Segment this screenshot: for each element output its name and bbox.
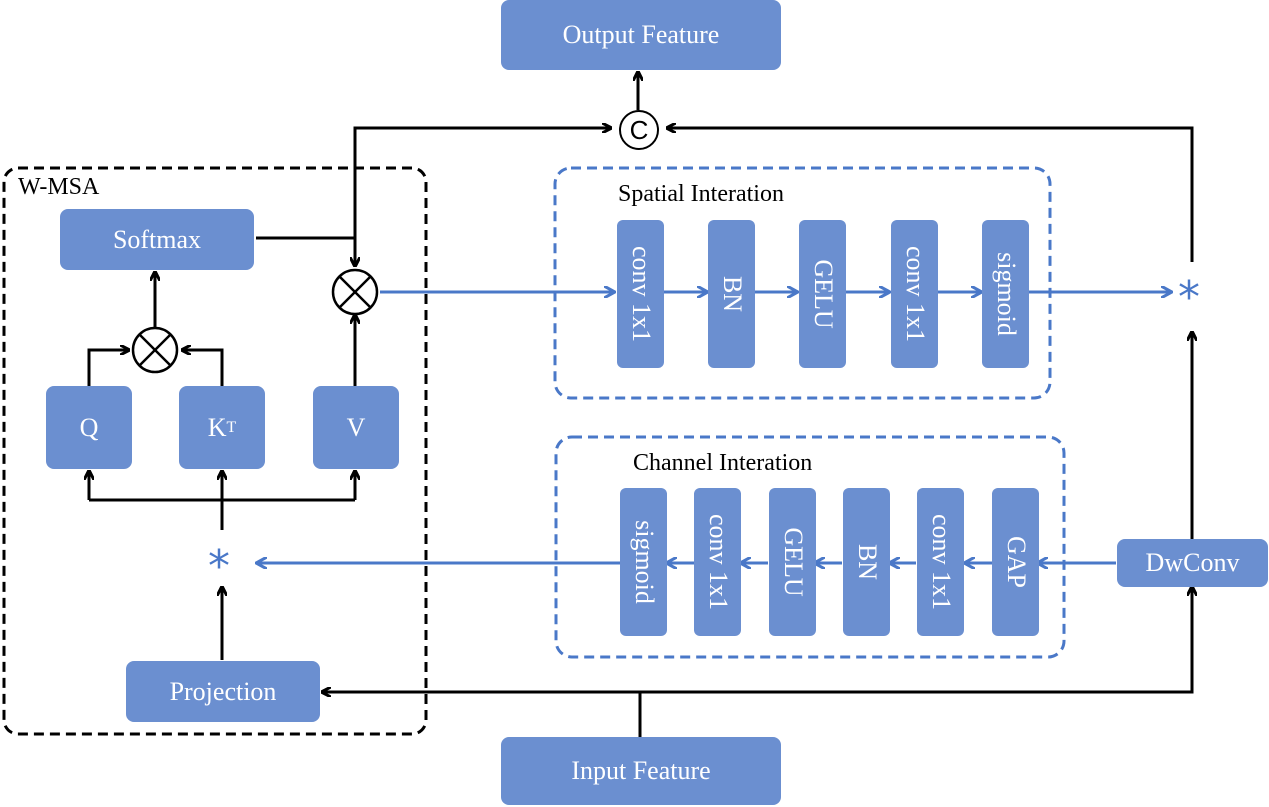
- k-superscript: T: [226, 418, 237, 436]
- left-multiply-star: *: [208, 541, 230, 592]
- wmsa-group-label: W-MSA: [18, 174, 100, 200]
- channel-block-sigmoid: sigmoid: [620, 488, 667, 636]
- channel-block-conv2: conv 1x1: [694, 488, 741, 636]
- spatial-group-label: Spatial Interation: [618, 181, 784, 207]
- spatial-block-bn: BN: [708, 220, 755, 368]
- input-feature-node: Input Feature: [501, 737, 781, 805]
- concat-node: C: [619, 110, 659, 150]
- channel-block-bn: BN: [843, 488, 890, 636]
- softmax-node: Softmax: [60, 209, 254, 270]
- spatial-block-sigmoid: sigmoid: [982, 220, 1029, 368]
- right-multiply-star: *: [1178, 272, 1200, 323]
- spatial-group-border: [553, 166, 1052, 400]
- wmsa-group-border: [2, 166, 428, 736]
- projection-node: Projection: [126, 661, 320, 722]
- spatial-block-gelu: GELU: [799, 220, 846, 368]
- channel-block-gelu: GELU: [769, 488, 816, 636]
- channel-block-gap: GAP: [992, 488, 1039, 636]
- spatial-block-conv1: conv 1x1: [617, 220, 664, 368]
- dwconv-node: DwConv: [1117, 539, 1268, 587]
- channel-group-border: [554, 435, 1066, 659]
- spatial-block-conv2: conv 1x1: [891, 220, 938, 368]
- channel-group-label: Channel Interation: [633, 450, 813, 476]
- q-node: Q: [46, 386, 132, 469]
- k-label: K: [207, 412, 227, 442]
- v-node: V: [313, 386, 399, 469]
- output-feature-node: Output Feature: [501, 0, 781, 70]
- channel-block-conv1: conv 1x1: [917, 488, 964, 636]
